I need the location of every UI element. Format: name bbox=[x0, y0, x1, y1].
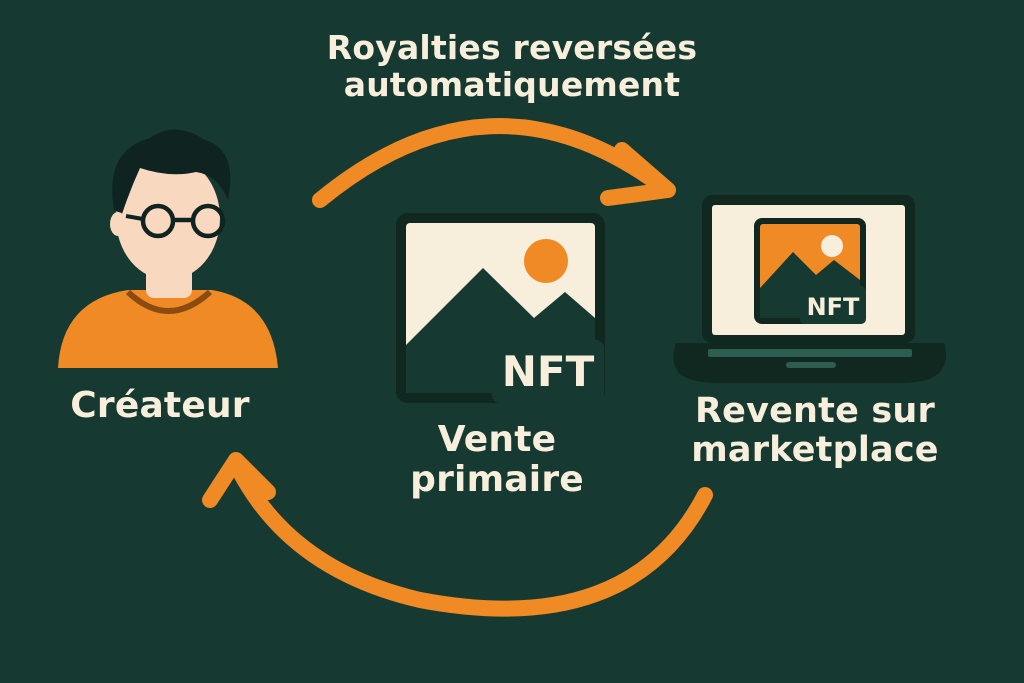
royalties-label-line2: automatiquement bbox=[343, 64, 681, 104]
royalties-label-line1: Royalties reversées bbox=[326, 28, 698, 67]
primary-sale-line2: primaire bbox=[410, 459, 584, 501]
nft-tag-large: NFT bbox=[502, 347, 595, 396]
nft-tag-small: NFT bbox=[807, 293, 860, 321]
top-arrow bbox=[312, 118, 676, 208]
creator-label: Créateur bbox=[70, 385, 250, 426]
resale-line2: marketplace bbox=[691, 430, 939, 471]
framed-image-nft-icon bbox=[396, 213, 605, 403]
royalties-label: Royalties reversées automatiquement bbox=[262, 28, 762, 104]
primary-sale-label: Vente primaire bbox=[382, 419, 612, 501]
person-with-glasses-icon bbox=[58, 129, 278, 368]
primary-sale-line1: Vente bbox=[437, 419, 557, 460]
resale-line1: Revente sur bbox=[694, 391, 936, 431]
resale-label: Revente sur marketplace bbox=[660, 391, 970, 471]
laptop-marketplace-icon bbox=[673, 195, 947, 383]
bottom-arrow bbox=[202, 452, 713, 617]
